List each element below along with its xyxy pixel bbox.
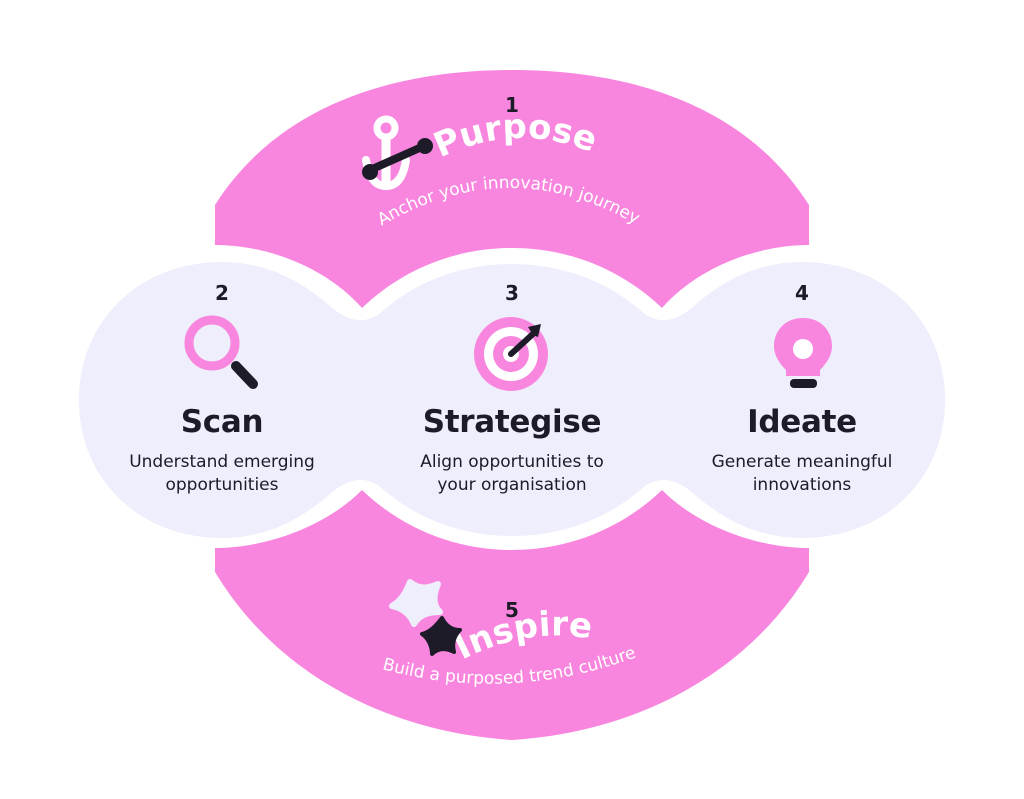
purpose-band xyxy=(215,70,809,308)
ideate-description: Generate meaningful innovations xyxy=(711,452,893,495)
stage-number-purpose: 1 xyxy=(505,93,519,117)
anchor-icon xyxy=(362,115,433,191)
scan-description: Understand emerging opportunities xyxy=(129,452,315,495)
sparkle-stars-icon xyxy=(389,579,462,656)
lightbulb-icon xyxy=(774,318,832,388)
scan-title: Scan xyxy=(180,404,264,440)
stage-number-scan: 2 xyxy=(215,281,229,305)
inspire-band xyxy=(215,490,809,740)
target-icon xyxy=(474,317,548,391)
middle-circles xyxy=(71,254,953,546)
ideate-title: Ideate xyxy=(747,404,857,440)
middle-circles-fill xyxy=(79,262,945,538)
strategise-title: Strategise xyxy=(422,404,602,440)
strategise-description: Align opportunities to your organisation xyxy=(420,452,604,495)
stage-number-strategise: 3 xyxy=(505,281,519,305)
stage-number-ideate: 4 xyxy=(795,281,809,305)
stage-number-inspire: 5 xyxy=(505,598,519,622)
magnifying-glass-icon xyxy=(184,315,258,389)
